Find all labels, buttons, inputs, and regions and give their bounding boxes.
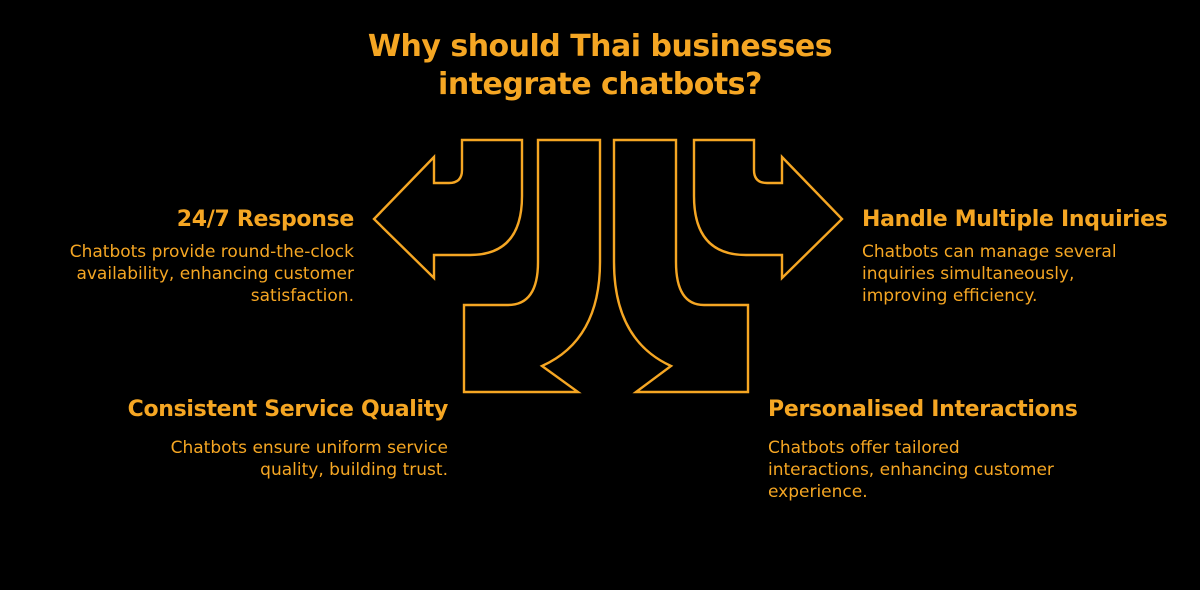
item-heading: Handle Multiple Inquiries: [862, 207, 1168, 232]
desc-line: inquiries simultaneously,: [862, 264, 1075, 284]
item-description: Chatbots can manage several inquiries si…: [862, 241, 1192, 307]
desc-line: satisfaction.: [250, 286, 354, 306]
desc-line: experience.: [768, 482, 868, 502]
arrow-center-left: [462, 138, 602, 394]
item-handle-multiple-inquiries: Handle Multiple Inquiries Chatbots can m…: [862, 205, 1192, 307]
desc-line: improving efficiency.: [862, 286, 1038, 306]
item-description: Chatbots provide round-the-clock availab…: [10, 241, 354, 307]
diagram-title: Why should Thai businesses integrate cha…: [300, 28, 900, 104]
arrow-left: [372, 138, 524, 281]
item-24-7-response: 24/7 Response Chatbots provide round-the…: [10, 205, 355, 307]
desc-line: availability, enhancing customer: [76, 264, 354, 284]
item-description: Chatbots ensure uniform service quality,…: [60, 437, 448, 481]
desc-line: Chatbots offer tailored: [768, 438, 960, 458]
item-personalised-interactions: Personalised Interactions Chatbots offer…: [768, 395, 1148, 503]
item-description: Chatbots offer tailored interactions, en…: [768, 437, 1148, 503]
desc-line: interactions, enhancing customer: [768, 460, 1054, 480]
arrow-center-right: [612, 138, 750, 394]
desc-line: Chatbots ensure uniform service: [170, 438, 448, 458]
desc-line: Chatbots provide round-the-clock: [69, 242, 354, 262]
desc-line: Chatbots can manage several: [862, 242, 1117, 262]
item-heading: 24/7 Response: [176, 207, 355, 232]
title-line-2: integrate chatbots?: [438, 67, 762, 102]
item-consistent-service-quality: Consistent Service Quality Chatbots ensu…: [60, 395, 449, 481]
title-line-1: Why should Thai businesses: [367, 29, 833, 64]
arrow-right: [692, 138, 844, 281]
desc-line: quality, building trust.: [260, 460, 448, 480]
item-heading: Consistent Service Quality: [127, 397, 449, 422]
item-heading: Personalised Interactions: [768, 397, 1078, 422]
